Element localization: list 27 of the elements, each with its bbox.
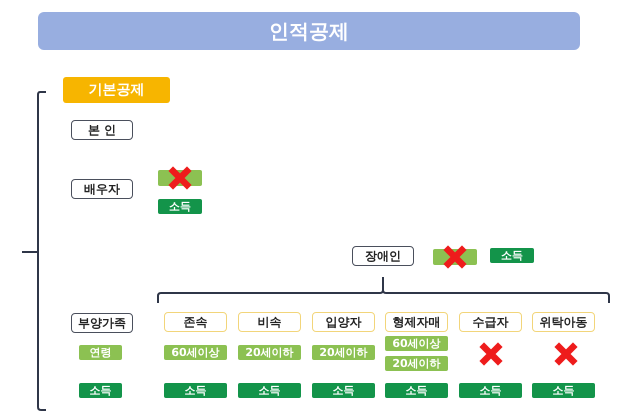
category-label: 입양자 xyxy=(312,312,375,332)
condition-tag: 60세이상 xyxy=(164,345,227,360)
category-label: 배우자 xyxy=(71,179,133,199)
category-label: 장애인 xyxy=(352,246,414,266)
condition-tag: 소득 xyxy=(459,383,522,398)
condition-tag: 20세이하 xyxy=(385,356,448,371)
condition-tag: 연령 xyxy=(79,345,122,360)
condition-tag: 60세이상 xyxy=(385,336,448,351)
title-banner: 인적공제 xyxy=(38,12,580,50)
section-header: 기본공제 xyxy=(63,77,170,103)
condition-tag: 소득 xyxy=(164,383,227,398)
condition-tag: 소득 xyxy=(79,383,122,398)
condition-tag: 소득 xyxy=(532,383,595,398)
category-label: 위탁아동 xyxy=(532,312,595,332)
condition-tag: 소득 xyxy=(158,199,202,214)
condition-tag: 소득 xyxy=(238,383,301,398)
category-label: 비속 xyxy=(238,312,301,332)
condition-tag: 소득 xyxy=(385,383,448,398)
category-label: 존속 xyxy=(164,312,227,332)
category-label: 수급자 xyxy=(459,312,522,332)
condition-tag: 소득 xyxy=(312,383,375,398)
condition-tag: 20세이하 xyxy=(238,345,301,360)
condition-tag: 20세이하 xyxy=(312,345,375,360)
category-label: 부양가족 xyxy=(71,313,133,333)
category-label: 본 인 xyxy=(71,120,133,140)
category-label: 형제자매 xyxy=(385,312,448,332)
condition-tag: 소득 xyxy=(490,248,534,263)
